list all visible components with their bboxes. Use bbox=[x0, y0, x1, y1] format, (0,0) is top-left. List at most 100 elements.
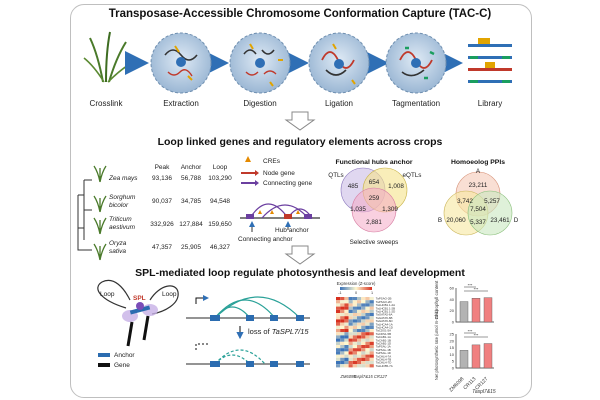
heatmap-cell bbox=[348, 345, 353, 349]
heatmap-cell bbox=[352, 345, 357, 349]
heatmap-cell bbox=[344, 325, 349, 329]
heatmap-cell bbox=[365, 335, 370, 339]
step-label-ligation: Ligation bbox=[325, 99, 353, 108]
species-name: Oryza bbox=[109, 240, 127, 247]
venn2-value: 23,461 bbox=[490, 217, 510, 224]
venn1-diagram bbox=[340, 167, 408, 233]
bar-tick-label: 20 bbox=[450, 338, 455, 343]
heatmap-cell bbox=[361, 329, 366, 333]
node-gene-icon bbox=[241, 170, 259, 176]
nucleus-tagmentation-icon bbox=[385, 32, 447, 94]
table-cell: 93,136 bbox=[152, 175, 172, 182]
heatmap-cell bbox=[340, 313, 345, 317]
heatmap-cell bbox=[336, 341, 341, 345]
heatmap-cell bbox=[361, 313, 366, 317]
down-arrow-1 bbox=[284, 111, 316, 131]
nucleus-ligation-icon bbox=[308, 32, 370, 94]
heatmap-cell bbox=[348, 325, 353, 329]
heatmap-cell bbox=[357, 316, 362, 320]
heatmap-gene-label: TaLHCA4-1D bbox=[376, 326, 393, 330]
heatmap-cell bbox=[344, 316, 349, 320]
heatmap-cell bbox=[340, 303, 345, 307]
heatmap-group-label: Taspl7&15 CR127 bbox=[353, 374, 388, 379]
heatmap-cell bbox=[361, 351, 366, 355]
heatmap-cell bbox=[340, 364, 345, 368]
loop-label-left: Loop bbox=[100, 291, 115, 298]
heatmap-cell bbox=[348, 306, 353, 310]
bar-xlabel: ZM6098 bbox=[448, 376, 465, 393]
heatmap-cell bbox=[348, 297, 353, 301]
heatmap-cell bbox=[357, 300, 362, 304]
heatmap-cell bbox=[361, 341, 366, 345]
heatmap-cell bbox=[348, 329, 353, 333]
heatmap-cell bbox=[336, 351, 341, 355]
table-header-loop: Loop bbox=[213, 164, 228, 171]
heatmap-cell bbox=[344, 357, 349, 361]
nucleus-digestion-icon bbox=[229, 32, 291, 94]
heatmap-cell bbox=[361, 345, 366, 349]
heatmap-cell bbox=[357, 361, 362, 365]
heatmap-cell bbox=[348, 354, 353, 358]
significance-stars: *** bbox=[468, 282, 473, 287]
heatmap-cell bbox=[369, 351, 374, 355]
heatmap-cell bbox=[357, 332, 362, 336]
heatmap-cell bbox=[369, 297, 374, 301]
heatmap-cell bbox=[357, 322, 362, 326]
table-cell: 127,884 bbox=[179, 221, 203, 228]
heatmap-cell bbox=[365, 351, 370, 355]
bar1-ylabel: Chlorophyll content bbox=[434, 280, 439, 319]
heatmap-cell bbox=[365, 313, 370, 317]
heatmap-cell bbox=[361, 300, 366, 304]
table-cell: 34,785 bbox=[181, 198, 201, 205]
heatmap-cell bbox=[361, 309, 366, 313]
heatmap-cell bbox=[357, 357, 362, 361]
heatmap-cell bbox=[352, 309, 357, 313]
heatmap-cell bbox=[344, 345, 349, 349]
heatmap-cell bbox=[357, 351, 362, 355]
heatmap-cell bbox=[357, 335, 362, 339]
table-cell: 56,788 bbox=[181, 175, 201, 182]
heatmap-cell bbox=[336, 335, 341, 339]
heatmap-cell bbox=[369, 354, 374, 358]
heatmap-grid bbox=[336, 297, 374, 368]
heatmap-cell bbox=[357, 297, 362, 301]
venn1-value: 654 bbox=[369, 179, 380, 186]
heatmap-cell bbox=[344, 364, 349, 368]
heatmap-cell bbox=[336, 329, 341, 333]
heatmap-gene-label: TaLHCB1.1-2D bbox=[376, 310, 395, 314]
connecting-gene-icon bbox=[241, 180, 259, 186]
heatmap-cell bbox=[365, 354, 370, 358]
heatmap-cell bbox=[336, 348, 341, 352]
heatmap-gene-label: TaCHLH-7A bbox=[376, 354, 391, 358]
heatmap-cell bbox=[365, 364, 370, 368]
heatmap-cell bbox=[336, 322, 341, 326]
bar-tick-label: 0 bbox=[452, 320, 455, 325]
heatmap-cell bbox=[361, 361, 366, 365]
heatmap-cell bbox=[340, 338, 345, 342]
heatmap-cell bbox=[369, 303, 374, 307]
heatmap-cell bbox=[352, 364, 357, 368]
heatmap-gene-label: TaPSAL-1A bbox=[376, 345, 391, 349]
heatmap-cell bbox=[336, 297, 341, 301]
heatmap-cell bbox=[365, 348, 370, 352]
heatmap-cell bbox=[352, 338, 357, 342]
heatmap-cell bbox=[344, 341, 349, 345]
bar-tick-label: 5 bbox=[452, 359, 455, 364]
step-label-library: Library bbox=[478, 99, 502, 108]
heatmap-cell bbox=[365, 309, 370, 313]
heatmap-cell bbox=[361, 306, 366, 310]
heatmap-cell bbox=[361, 297, 366, 301]
heatmap-cell bbox=[361, 325, 366, 329]
heatmap-cell bbox=[357, 309, 362, 313]
bar-tick-label: 0 bbox=[452, 366, 455, 371]
heatmap-gene-label: TaGATA5-6A bbox=[376, 313, 393, 317]
heatmap-cell bbox=[340, 335, 345, 339]
species-name: bicolor bbox=[109, 202, 129, 209]
bar-axis bbox=[455, 288, 494, 323]
table-cell: 94,548 bbox=[210, 198, 230, 205]
heatmap-cell bbox=[340, 341, 345, 345]
heatmap-cell bbox=[352, 322, 357, 326]
cre-icon bbox=[245, 156, 251, 162]
heatmap-cell bbox=[340, 348, 345, 352]
